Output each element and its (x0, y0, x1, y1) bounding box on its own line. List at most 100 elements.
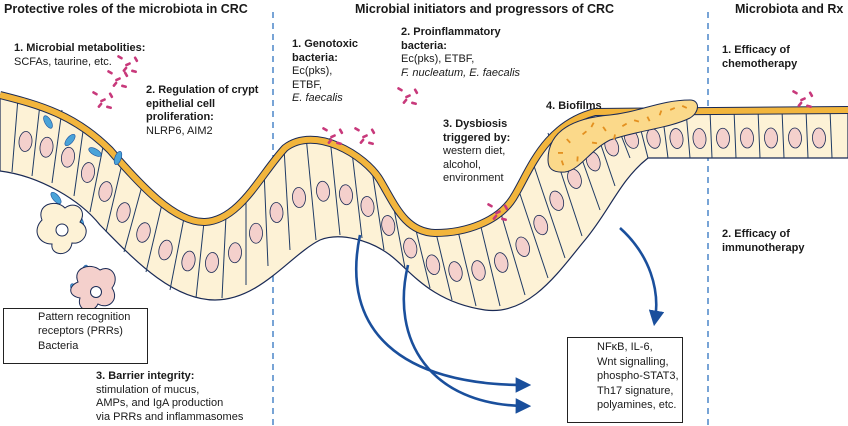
cell-wall (51, 109, 63, 184)
cell-nucleus (136, 222, 151, 243)
protective-barrier: 3. Barrier integrity: stimulation of muc… (96, 370, 243, 424)
biofilm-rod (602, 126, 607, 132)
bacterium (402, 98, 408, 104)
prr-receptor (64, 133, 76, 147)
cell-nucleus (764, 127, 778, 149)
bacterium (797, 101, 803, 107)
bacterium (123, 71, 129, 78)
cell-nucleus (716, 127, 730, 149)
biofilm-rod (621, 122, 628, 127)
bacterium (121, 84, 127, 89)
bacterium (359, 138, 365, 144)
proinflammatory-line-italic: F. nucleatum, E. faecalis (401, 66, 521, 79)
cell-nucleus (269, 202, 284, 223)
protective-crypt: 2. Regulation of crypt epithelial cell p… (146, 84, 258, 138)
cell-nucleus (292, 187, 306, 208)
bacterium (107, 70, 113, 75)
biofilm-rod (613, 134, 616, 140)
cell-wall (169, 217, 185, 291)
bacterium (115, 77, 121, 82)
cell-wall (283, 147, 291, 251)
cell-nucleus (316, 180, 330, 202)
bacterium (122, 66, 128, 72)
dysbiosis-title-2: triggered by: (443, 131, 511, 144)
bacterium (100, 98, 106, 103)
bacteria-clusters (92, 55, 814, 222)
rx-immuno: 2. Efficacy of immunotherapy (722, 228, 805, 255)
cell-wall (531, 159, 566, 259)
cell-wall (457, 230, 477, 307)
immune-cell-1 (36, 202, 87, 255)
bacterium (97, 102, 103, 108)
metabolites-title: 1. Microbial metabolities: (14, 42, 146, 54)
genotoxic-line-italic: E. faecalis (292, 92, 343, 104)
cell-wall (709, 110, 713, 159)
outcome-2: Wnt signalling, (597, 355, 669, 368)
biofilm-rod (658, 110, 663, 116)
genotoxic-line-2: ETBF, (292, 78, 322, 91)
genotoxic-title-2: bacteria: (292, 51, 338, 64)
crypt-title-1: 2. Regulation of crypt (146, 84, 259, 96)
cell-wall (733, 109, 737, 159)
metabolites-line: SCFAs, taurine, etc. (14, 55, 112, 68)
cell-nuclei (18, 127, 826, 282)
cell-wall (11, 97, 19, 173)
cell-wall (757, 109, 761, 159)
biofilm-rod (560, 160, 565, 166)
cell-nucleus (339, 184, 353, 206)
cell-nucleus (249, 222, 263, 244)
cell-nucleus (158, 239, 173, 261)
header-initiators: Microbial initiators and progressors of … (355, 2, 615, 16)
bacterium (92, 91, 98, 96)
rx-chemo: 1. Efficacy of chemotherapy (722, 44, 797, 71)
cell-nucleus (360, 196, 375, 217)
cell-nucleus (425, 254, 441, 275)
biofilm-rod (633, 119, 640, 123)
cell-nucleus (515, 236, 530, 257)
bacterium (792, 90, 798, 95)
cell-nucleus (228, 242, 242, 264)
biofilm (547, 99, 698, 173)
outcome-4: Th17 signature, (597, 384, 674, 397)
cell-wall (499, 209, 526, 296)
cell-wall (123, 185, 143, 253)
cell-wall (781, 109, 785, 159)
cell-nucleus (812, 127, 826, 149)
biofilm-rod (590, 122, 595, 128)
cell-nucleus (788, 127, 802, 149)
bacterium (362, 134, 368, 139)
cell-wall (413, 221, 431, 289)
cell-wall (517, 187, 549, 279)
cell-wall (371, 169, 385, 251)
cell-nucleus (205, 252, 219, 273)
biofilm-rod (591, 141, 598, 145)
cell-wall (479, 222, 501, 307)
prr-receptor (43, 115, 53, 129)
cell-nucleus (98, 181, 113, 202)
outcomes-box (567, 337, 683, 423)
initiator-genotoxic: 1. Genotoxic bacteria: Ec(pks), ETBF, E.… (292, 38, 358, 106)
cell-nucleus (116, 202, 131, 223)
bacterium (370, 128, 376, 135)
prr-receptor (88, 147, 102, 157)
cell-nucleus (81, 162, 95, 183)
cell-nucleus (381, 215, 396, 236)
proinflammatory-title-2: bacteria: (401, 39, 447, 52)
genotoxic-line-1: Ec(pks), (292, 65, 333, 77)
cell-wall (73, 123, 85, 197)
outcomes-list: NFκB, IL-6, Wnt signalling, phospho-STAT… (597, 340, 679, 413)
bacterium (112, 81, 118, 87)
cell-wall (805, 109, 809, 159)
cell-wall (305, 135, 317, 241)
immune-cell-2 (70, 266, 116, 312)
bacterium (330, 134, 336, 139)
cell-nucleus (448, 261, 463, 282)
immuno-title-2: immunotherapy (722, 241, 805, 254)
cell-nucleus (18, 131, 33, 152)
cell-wall (145, 203, 163, 273)
prr-receptor (50, 191, 62, 205)
cell-nucleus (61, 146, 75, 168)
bacterium (368, 141, 374, 146)
bacterium (405, 94, 411, 99)
cell-wall (829, 109, 833, 159)
